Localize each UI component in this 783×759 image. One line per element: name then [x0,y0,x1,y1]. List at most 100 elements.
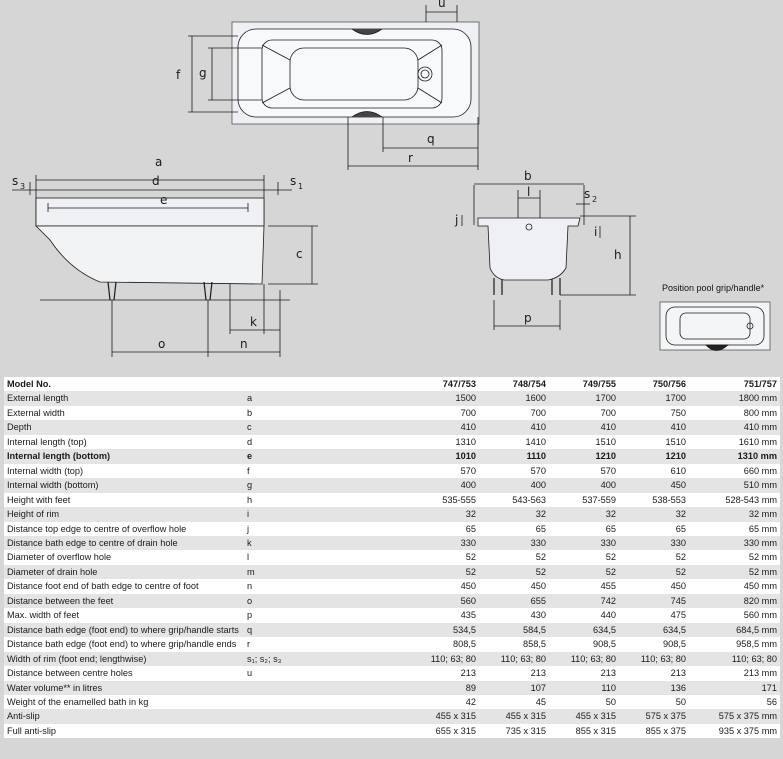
dim-label-d: d [152,174,160,188]
dim-label-p: p [524,311,532,325]
dim-label-c: c [296,247,303,261]
technical-drawing: u f g q r a d s 3 s 1 e c k o n b l s 2 … [0,0,783,375]
value-cell: 808,5 [409,637,479,652]
value-cell: 450 [619,478,689,493]
value-cell: 330 mm [689,535,780,551]
value-cell: 213 [619,666,689,681]
row-label: Max. width of feet [4,608,244,623]
value-cell: 410 [619,420,689,435]
value-cell: 560 [409,593,479,609]
table-row: Width of rim (foot end; lengthwise)s₁; s… [4,651,780,667]
value-cell: 1700 [549,391,619,406]
row-label: Internal width (bottom) [4,478,244,493]
value-cell: 65 [619,521,689,536]
value-cell: 1800 mm [689,391,780,406]
row-label: Internal length (top) [4,434,244,450]
table-row: Distance top edge to centre of overflow … [4,521,780,536]
value-cell: 1410 [479,434,549,450]
value-cell: 450 [619,579,689,594]
value-cell: 50 [619,694,689,710]
row-label: External length [4,391,244,406]
row-label: Depth [4,420,244,435]
dim-label-q: q [427,132,435,146]
value-cell: 1310 mm [689,449,780,464]
value-cell: 32 [409,507,479,522]
row-symbol [244,723,409,739]
value-cell: 1010 [409,449,479,464]
value-cell: 538-553 [619,492,689,508]
row-symbol: l [244,550,409,565]
value-cell: 213 [409,666,479,681]
value-cell: 52 [479,550,549,565]
value-cell: 110; 63; 80 [619,651,689,667]
value-cell: 560 mm [689,608,780,623]
dim-label-u: u [438,0,446,10]
pool-grip-caption: Position pool grip/handle* [662,283,765,293]
row-symbol: h [244,492,409,508]
table-row: Distance bath edge (foot end) to where g… [4,637,780,652]
value-cell: 455 x 315 [409,709,479,724]
value-cell: 107 [479,680,549,695]
table-row: Distance foot end of bath edge to centre… [4,579,780,594]
value-cell: 110; 63; 80 [409,651,479,667]
row-label: Full anti-slip [4,723,244,739]
value-cell: 935 x 375 mm [689,723,780,739]
side-view [12,175,318,357]
row-symbol: d [244,434,409,450]
value-cell: 50 [549,694,619,710]
dim-label-g: g [199,66,207,80]
value-cell: 89 [409,680,479,695]
value-cell: 528-543 mm [689,492,780,508]
row-label: Distance bath edge to centre of drain ho… [4,535,244,551]
model-column-header: 750/756 [619,377,689,392]
value-cell: 570 [549,463,619,479]
value-cell: 610 [619,463,689,479]
row-label: Diameter of drain hole [4,564,244,580]
value-cell: 56 [689,694,780,710]
value-cell: 42 [409,694,479,710]
dim-label-h: h [614,248,622,262]
value-cell: 110; 63; 80 [689,651,780,667]
row-symbol: s₁; s₂; s₃ [244,651,409,667]
pool-grip-thumbnail [659,301,771,351]
row-symbol: e [244,449,409,464]
row-label: Distance top edge to centre of overflow … [4,521,244,536]
value-cell: 65 [549,521,619,536]
value-cell: 570 [479,463,549,479]
value-cell: 1510 [549,434,619,450]
value-cell: 455 x 315 [479,709,549,724]
row-symbol: k [244,535,409,551]
row-symbol: b [244,405,409,421]
dim-label-l: l [527,185,530,199]
row-symbol: m [244,564,409,580]
row-symbol: q [244,622,409,638]
value-cell: 410 [479,420,549,435]
dim-label-s3: s [12,174,18,188]
value-cell: 52 [409,564,479,580]
value-cell: 570 [409,463,479,479]
value-cell: 655 x 315 [409,723,479,739]
value-cell: 584,5 [479,622,549,638]
value-cell: 1310 [409,434,479,450]
value-cell: 110; 63; 80 [549,651,619,667]
dim-label-s2: s [584,187,590,201]
value-cell: 575 x 375 mm [689,709,780,724]
dim-label-i: i [594,225,597,239]
value-cell: 1610 mm [689,434,780,450]
value-cell: 908,5 [549,637,619,652]
row-label: Height of rim [4,507,244,522]
row-label: Distance foot end of bath edge to centre… [4,579,244,594]
value-cell: 575 x 375 [619,709,689,724]
value-cell: 455 [549,579,619,594]
value-cell: 400 [479,478,549,493]
value-cell: 410 [409,420,479,435]
